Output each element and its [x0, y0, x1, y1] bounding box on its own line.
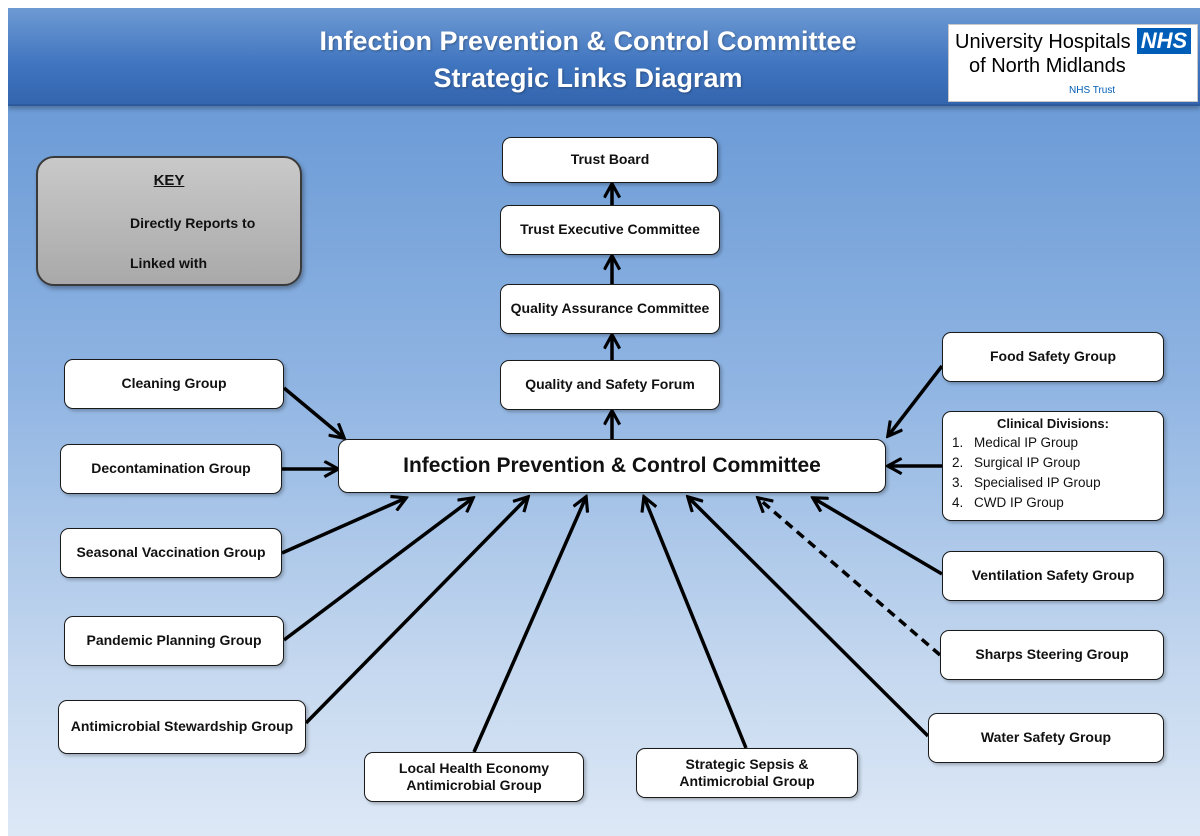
- clinical-divisions-title: Clinical Divisions:: [997, 416, 1109, 431]
- nhs-logo-mark: NHS: [1137, 28, 1191, 54]
- list-item: 3. Specialised IP Group: [949, 473, 1157, 493]
- water-safety-box: Water Safety Group: [928, 713, 1164, 763]
- clinical-divisions-list: 1. Medical IP Group 2. Surgical IP Group 3…: [949, 433, 1157, 513]
- local-health-economy-to-main-arrow: [472, 497, 586, 753]
- sharps-steering-box: Sharps Steering Group: [940, 630, 1164, 680]
- list-item: 4. CWD IP Group: [949, 493, 1157, 513]
- key-legend: KEY Directly Reports to Linked with: [36, 156, 302, 286]
- list-number: 1.: [952, 435, 964, 451]
- logo-text-line1: University Hospitals: [955, 31, 1131, 53]
- quality-assurance-box: Quality Assurance Committee: [500, 284, 720, 334]
- list-item-label: Specialised IP Group: [974, 475, 1101, 491]
- decontamination-group-box: Decontamination Group: [60, 444, 282, 494]
- ventilation-safety-to-main-arrow: [813, 498, 943, 576]
- quality-safety-box: Quality and Safety Forum: [500, 360, 720, 410]
- header-banner: Infection Prevention & Control Committee…: [8, 8, 1200, 106]
- key-direct-label: Directly Reports to: [130, 215, 256, 231]
- ventilation-safety-box: Ventilation Safety Group: [942, 551, 1164, 601]
- list-number: 2.: [952, 455, 964, 471]
- food-safety-box: Food Safety Group: [942, 332, 1164, 382]
- clinical-divisions-box: Clinical Divisions: 1. Medical IP Group 2…: [942, 411, 1164, 521]
- cleaning-group-box: Cleaning Group: [64, 359, 284, 409]
- diagram-slide: Infection Prevention & Control Committee…: [8, 8, 1200, 836]
- cleaning-to-main-arrow: [282, 386, 344, 438]
- logo-text-line2: of North Midlands: [969, 55, 1126, 77]
- water-safety-to-main-arrow: [688, 497, 930, 738]
- list-item: 1. Medical IP Group: [949, 433, 1157, 453]
- sharps-steering-to-main-arrow: [758, 498, 942, 657]
- ipc-committee-box: Infection Prevention & Control Committee: [338, 439, 886, 493]
- antimicrobial-stewardship-to-main-arrow: [304, 497, 528, 725]
- page-subtitle: Strategic Links Diagram: [433, 63, 743, 93]
- local-health-economy-box: Local Health Economy Antimicrobial Group: [364, 752, 584, 802]
- list-item-label: Medical IP Group: [974, 435, 1079, 451]
- page-title: Infection Prevention & Control Committee: [319, 26, 857, 56]
- list-item: 2. Surgical IP Group: [949, 453, 1157, 473]
- seasonal-vaccination-to-main-arrow: [281, 498, 406, 555]
- strategic-sepsis-to-main-arrow: [644, 497, 748, 749]
- food-safety-to-main-arrow: [888, 364, 944, 436]
- trust-executive-box: Trust Executive Committee: [500, 205, 720, 255]
- seasonal-vaccination-box: Seasonal Vaccination Group: [60, 528, 282, 578]
- pandemic-planning-to-main-arrow: [282, 498, 473, 642]
- pandemic-planning-box: Pandemic Planning Group: [64, 616, 284, 666]
- trust-board-box: Trust Board: [502, 137, 718, 183]
- key-linked-label: Linked with: [130, 255, 207, 271]
- antimicrobial-stewardship-box: Antimicrobial Stewardship Group: [58, 700, 306, 754]
- logo-trust-text: NHS Trust: [1069, 85, 1116, 96]
- strategic-sepsis-box: Strategic Sepsis & Antimicrobial Group: [636, 748, 858, 798]
- list-item-label: CWD IP Group: [974, 495, 1064, 511]
- key-title: KEY: [153, 172, 185, 189]
- organisation-logo: University Hospitals of North Midlands N…: [948, 24, 1198, 102]
- connector-layer: [44, 8, 944, 753]
- list-number: 4.: [952, 495, 964, 511]
- list-item-label: Surgical IP Group: [974, 455, 1081, 471]
- list-number: 3.: [952, 475, 964, 491]
